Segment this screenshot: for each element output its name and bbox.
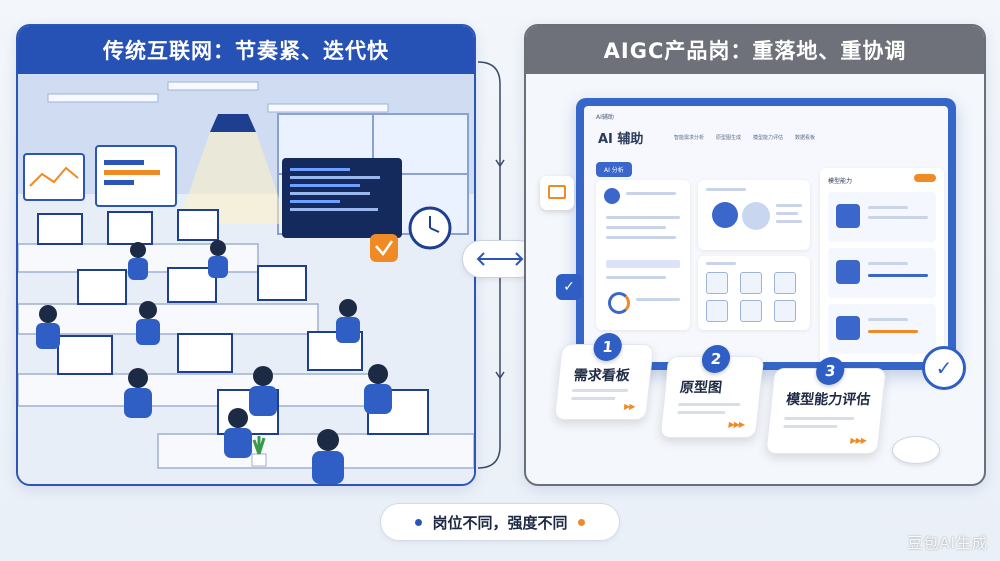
step-card-3[interactable]: 3 模型能力评估 ▶▶▶: [765, 357, 887, 454]
chart-tile-icon: [740, 272, 762, 294]
left-panel: 传统互联网：节奏紧、迭代快: [16, 24, 476, 486]
capability-row: [828, 192, 936, 242]
nav-item[interactable]: 智能需求分析: [674, 135, 705, 141]
doc-badge-icon: [540, 176, 574, 210]
capability-row: [828, 248, 936, 298]
ai-monitor: AI辅助 AI 辅助 智能需求分析 原型图生成 模型能力评估 数据看板 AI 分…: [576, 98, 956, 370]
check-tile-icon: [706, 300, 728, 322]
step-label: 模型能力评估: [785, 392, 871, 408]
right-panel-title: AIGC产品岗：重落地、重协调: [526, 26, 984, 74]
office-illustration: [18, 74, 474, 484]
status-badge: [914, 174, 936, 182]
double-arrow-icon: [476, 252, 524, 266]
blue-dot-icon: [415, 518, 423, 526]
arrow-icon: ▶▶▶: [849, 436, 867, 445]
app-title: AI 辅助: [598, 132, 644, 147]
step-number: 2: [700, 345, 732, 373]
caption-text: 岗位不同，强度不同: [432, 513, 568, 532]
arrow-icon: ▶▶▶: [728, 420, 745, 429]
step-card-1[interactable]: 1 需求看板 ▶▶: [554, 333, 654, 420]
screen-nav: 智能需求分析 原型图生成 模型能力评估 数据看板: [674, 134, 815, 141]
check-badge-icon: ✓: [556, 274, 582, 300]
step-label: 需求看板: [572, 368, 631, 384]
step-card-2[interactable]: 2 原型图 ▶▶▶: [659, 345, 765, 438]
nav-item[interactable]: 模型能力评估: [753, 135, 784, 141]
section-title: 模型能力: [828, 178, 853, 185]
arrow-icon: ▶▶: [623, 402, 635, 411]
ai-analyze-button[interactable]: AI 分析: [596, 162, 632, 177]
bottom-caption: 岗位不同，强度不同: [380, 503, 620, 541]
capability-card: 模型能力: [820, 168, 944, 362]
nav-item[interactable]: 原型图生成: [716, 135, 742, 141]
analysis-card: [596, 180, 690, 330]
watermark: 豆包AI生成: [907, 534, 988, 552]
model-card: [698, 256, 810, 330]
box-icon: [836, 316, 860, 340]
step-number: 3: [814, 357, 846, 385]
user-tile-icon: [774, 272, 796, 294]
person-tile-icon: [706, 272, 728, 294]
right-panel: AIGC产品岗：重落地、重协调 AI辅助 AI 辅助 智能需求分析 原型图生成 …: [524, 24, 986, 486]
capability-row: [828, 304, 936, 354]
screen-tab: AI辅助: [596, 114, 614, 121]
arrow-tile-icon: [740, 300, 762, 322]
nav-item[interactable]: 数据看板: [795, 135, 816, 141]
monitor-screen: AI辅助 AI 辅助 智能需求分析 原型图生成 模型能力评估 数据看板 AI 分…: [584, 106, 948, 362]
layers-icon: [836, 204, 860, 228]
check-circle-icon: ✓: [922, 346, 966, 390]
left-panel-title: 传统互联网：节奏紧、迭代快: [18, 26, 474, 74]
pin-tile-icon: [774, 300, 796, 322]
step-label: 原型图: [679, 380, 723, 396]
pie-icon: [742, 202, 770, 230]
profile-card: [698, 180, 810, 250]
mouse-icon: [892, 436, 940, 464]
progress-ring-icon: [608, 292, 630, 314]
document-icon: [836, 260, 860, 284]
person-icon: [604, 188, 620, 204]
step-number: 1: [592, 333, 624, 361]
user-avatar-icon: [712, 202, 738, 228]
orange-dot-icon: [577, 518, 585, 526]
